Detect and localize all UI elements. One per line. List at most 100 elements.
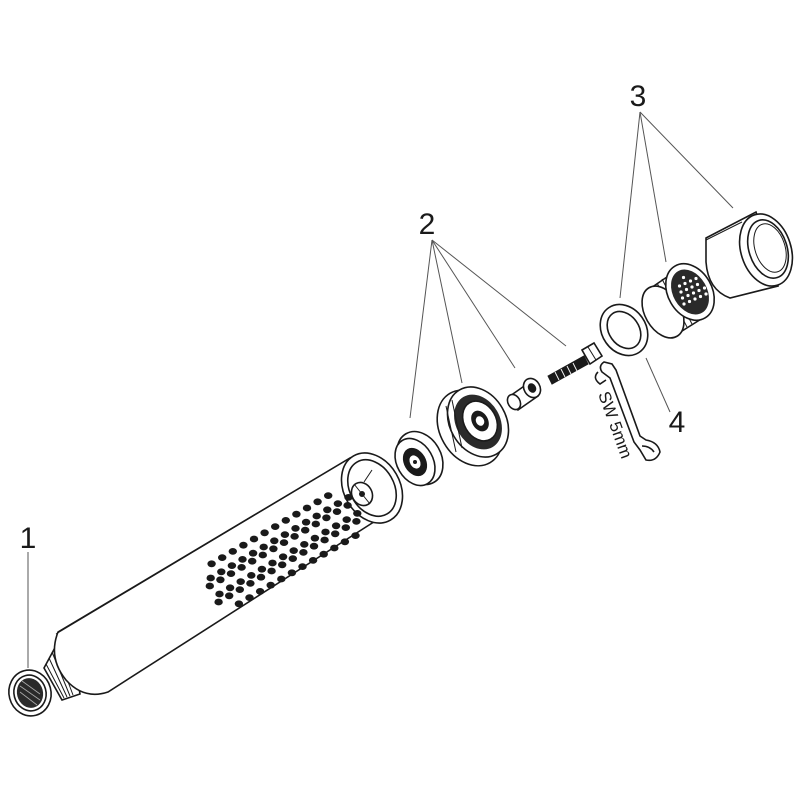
filter-mesh-hole bbox=[680, 296, 685, 300]
spray-nozzle bbox=[237, 564, 246, 571]
spray-nozzle bbox=[206, 574, 215, 582]
spray-nozzle bbox=[207, 560, 216, 568]
spray-nozzle bbox=[301, 518, 311, 526]
spray-nozzle bbox=[323, 506, 332, 514]
spray-nozzle bbox=[341, 524, 350, 531]
spray-nozzle bbox=[300, 541, 309, 548]
spray-nozzle bbox=[310, 534, 320, 542]
spray-nozzle bbox=[342, 516, 351, 523]
filter-mesh-hole bbox=[698, 294, 703, 299]
filter-mesh-hole bbox=[681, 275, 686, 280]
spray-nozzle bbox=[271, 523, 280, 530]
spray-nozzle bbox=[278, 561, 287, 569]
spray-nozzle bbox=[216, 576, 225, 584]
spray-nozzle bbox=[228, 548, 237, 555]
filter-mesh-hole bbox=[702, 286, 707, 290]
spray-nozzle bbox=[302, 504, 312, 512]
filter-mesh-hole bbox=[704, 292, 708, 296]
spray-nozzle bbox=[259, 543, 268, 551]
spray-nozzle bbox=[330, 544, 339, 552]
spray-nozzle bbox=[311, 520, 320, 528]
spray-nozzle bbox=[268, 559, 277, 567]
filter-mesh-hole bbox=[691, 291, 696, 295]
shower-handle-body bbox=[43, 452, 404, 701]
spray-nozzle bbox=[340, 538, 350, 546]
spray-nozzle bbox=[287, 569, 297, 577]
spray-nozzle bbox=[248, 557, 257, 565]
spray-nozzle bbox=[215, 590, 224, 598]
filter-mesh-hole bbox=[690, 285, 694, 289]
leader-lines bbox=[27, 111, 734, 668]
spray-nozzle bbox=[290, 533, 299, 540]
spray-nozzle bbox=[292, 510, 301, 518]
spray-nozzle bbox=[291, 525, 300, 532]
filter-mesh-hole bbox=[697, 288, 701, 293]
spray-nozzle bbox=[226, 570, 236, 577]
spray-nozzle bbox=[312, 512, 321, 520]
leader-line-3a bbox=[619, 111, 641, 299]
spray-nozzle bbox=[343, 502, 352, 509]
filter-mesh-hole bbox=[687, 299, 692, 304]
spray-nozzle bbox=[245, 594, 254, 601]
filter-mesh-hole bbox=[682, 302, 686, 306]
screw bbox=[547, 341, 604, 385]
spray-nozzle bbox=[321, 528, 330, 536]
spray-nozzle bbox=[248, 549, 258, 557]
spray-nozzle bbox=[288, 555, 297, 562]
spray-nozzle bbox=[234, 600, 244, 608]
spray-nozzle bbox=[344, 494, 353, 501]
leader-line-2a bbox=[409, 239, 433, 419]
spray-nozzle bbox=[351, 532, 360, 539]
spray-nozzle bbox=[281, 517, 290, 524]
spray-nozzle bbox=[353, 510, 362, 517]
callout-labels: 1 2 3 4 bbox=[20, 80, 686, 555]
spray-nozzle bbox=[246, 580, 255, 587]
spray-nozzle bbox=[214, 598, 223, 606]
callout-label-1: 1 bbox=[20, 522, 37, 555]
spray-nozzle bbox=[279, 539, 289, 546]
spray-nozzle bbox=[236, 578, 245, 585]
spray-nozzle bbox=[238, 556, 247, 563]
leader-line-3c bbox=[639, 111, 734, 209]
leader-line-4 bbox=[645, 357, 671, 413]
callout-label-3: 3 bbox=[630, 80, 647, 113]
end-cap-disc bbox=[8, 669, 52, 717]
spray-nozzle bbox=[309, 542, 319, 550]
spray-nozzle bbox=[247, 572, 256, 579]
leader-line-2b bbox=[431, 239, 463, 384]
callout-label-2: 2 bbox=[419, 208, 436, 241]
wrench-tool bbox=[594, 361, 661, 462]
spray-nozzle bbox=[333, 500, 343, 507]
filter-mesh-hole bbox=[693, 297, 697, 301]
spray-nozzle bbox=[217, 568, 226, 576]
leader-line-3b bbox=[639, 111, 667, 263]
spray-nozzle bbox=[324, 492, 333, 499]
filter-mesh-hole bbox=[686, 293, 690, 298]
spray-nozzle bbox=[308, 557, 318, 564]
spray-nozzle bbox=[352, 518, 361, 525]
leader-line-2c bbox=[431, 239, 516, 369]
o-ring bbox=[599, 303, 649, 357]
spray-nozzle bbox=[225, 592, 234, 600]
spray-nozzle bbox=[301, 526, 310, 534]
filter-mesh-hole bbox=[684, 287, 689, 292]
bushing bbox=[506, 377, 542, 412]
spray-nozzle bbox=[218, 554, 227, 561]
filter-mesh-hole bbox=[679, 290, 683, 294]
spray-nozzle bbox=[331, 530, 340, 538]
spray-nozzle bbox=[313, 498, 322, 506]
filter-cartridge bbox=[641, 262, 716, 339]
spray-nozzle bbox=[205, 582, 214, 590]
flow-disc bbox=[394, 430, 444, 487]
spray-nozzle bbox=[260, 529, 269, 537]
spray-nozzle bbox=[299, 549, 308, 556]
spray-insert bbox=[436, 386, 510, 467]
spray-nozzle bbox=[322, 514, 331, 522]
outer-cap-sleeve bbox=[705, 210, 794, 299]
filter-mesh-hole bbox=[677, 284, 682, 288]
spray-nozzle bbox=[255, 588, 265, 595]
callout-label-4: 4 bbox=[669, 406, 686, 439]
spray-nozzle bbox=[269, 545, 278, 553]
